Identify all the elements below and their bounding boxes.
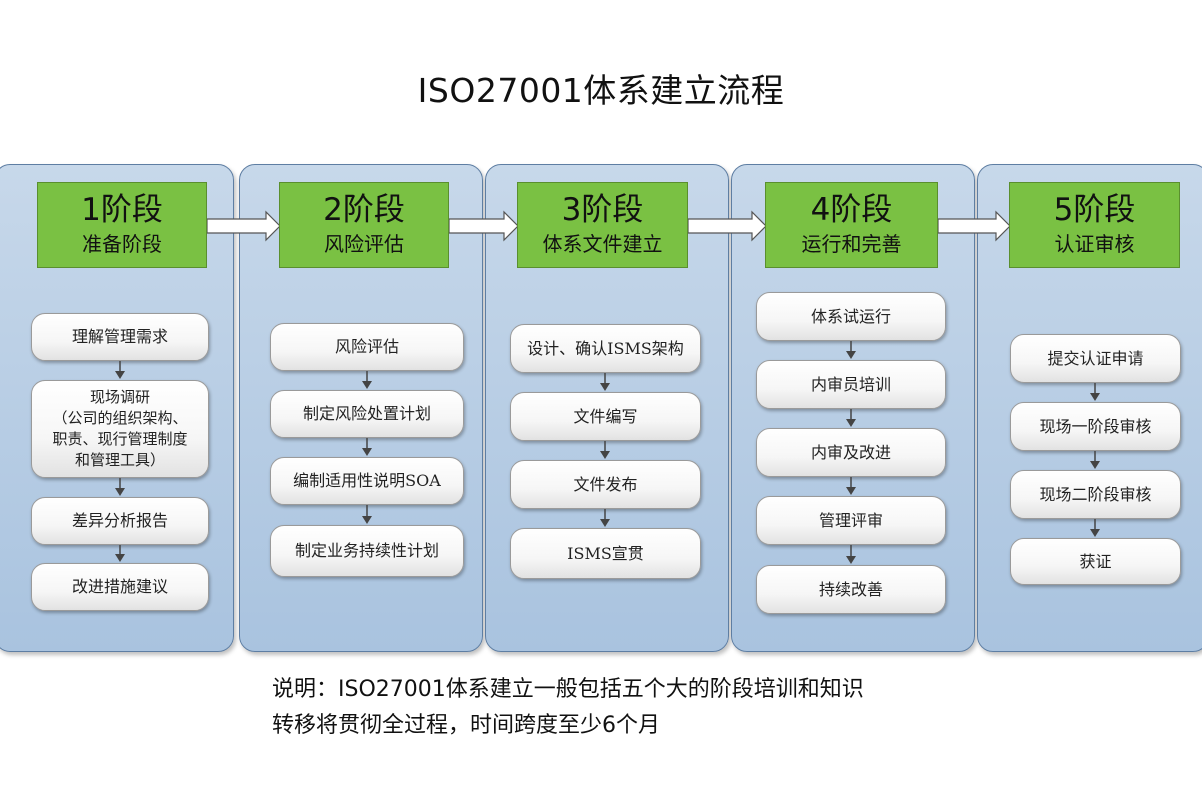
step-2-2: 制定风险处置计划 — [270, 390, 464, 438]
stage-3-header: 3阶段 体系文件建立 — [517, 182, 688, 268]
step-5-1: 提交认证申请 — [1010, 334, 1181, 383]
step-4-3: 内审及改进 — [756, 428, 946, 477]
stage-3-number: 3阶段 — [561, 192, 644, 228]
step-1-2: 现场调研 （公司的组织架构、 职责、现行管理制度 和管理工具） — [31, 380, 209, 478]
stage-5-name: 认证审核 — [1054, 232, 1135, 256]
stage-3-name: 体系文件建立 — [542, 232, 663, 256]
stage-2-number: 2阶段 — [323, 192, 405, 228]
diagram-title: ISO27001体系建立流程 — [417, 71, 785, 110]
stage-4-name: 运行和完善 — [801, 232, 902, 256]
step-5-4: 获证 — [1010, 538, 1181, 585]
stage-connector-4-5 — [937, 210, 1011, 242]
step-1-3: 差异分析报告 — [31, 497, 209, 545]
stage-2-name: 风险评估 — [324, 232, 404, 256]
stage-4-number: 4阶段 — [810, 192, 893, 228]
step-4-2: 内审员培训 — [756, 360, 946, 409]
stage-connector-2-3 — [448, 210, 519, 242]
stage-1-name: 准备阶段 — [82, 232, 162, 256]
step-3-2: 文件编写 — [510, 392, 701, 441]
stage-5-header: 5阶段 认证审核 — [1009, 182, 1180, 268]
stage-connector-1-2 — [206, 210, 281, 242]
step-4-4: 管理评审 — [756, 496, 946, 545]
step-2-1: 风险评估 — [270, 323, 464, 371]
step-4-5: 持续改善 — [756, 565, 946, 614]
step-3-4: ISMS宣贯 — [510, 528, 701, 579]
description-note: 说明：ISO27001体系建立一般包括五个大的阶段培训和知识 转移将贯彻全过程，… — [272, 672, 1032, 744]
step-1-1: 理解管理需求 — [31, 313, 209, 361]
step-3-1: 设计、确认ISMS架构 — [510, 324, 701, 373]
stage-4-header: 4阶段 运行和完善 — [765, 182, 938, 268]
note-line-2: 转移将贯彻全过程，时间跨度至少6个月 — [272, 713, 660, 738]
step-4-1: 体系试运行 — [756, 292, 946, 341]
note-line-1: 说明：ISO27001体系建立一般包括五个大的阶段培训和知识 — [272, 677, 864, 702]
stage-5-number: 5阶段 — [1053, 192, 1136, 228]
stage-2-header: 2阶段 风险评估 — [279, 182, 449, 268]
step-5-3: 现场二阶段审核 — [1010, 470, 1181, 519]
stage-1-number: 1阶段 — [81, 192, 163, 228]
step-1-4: 改进措施建议 — [31, 563, 209, 611]
stage-1-header: 1阶段 准备阶段 — [37, 182, 207, 268]
step-2-4: 制定业务持续性计划 — [270, 525, 464, 577]
stage-connector-3-4 — [687, 210, 767, 242]
step-3-3: 文件发布 — [510, 460, 701, 509]
step-2-3: 编制适用性说明SOA — [270, 457, 464, 505]
step-5-2: 现场一阶段审核 — [1010, 402, 1181, 451]
